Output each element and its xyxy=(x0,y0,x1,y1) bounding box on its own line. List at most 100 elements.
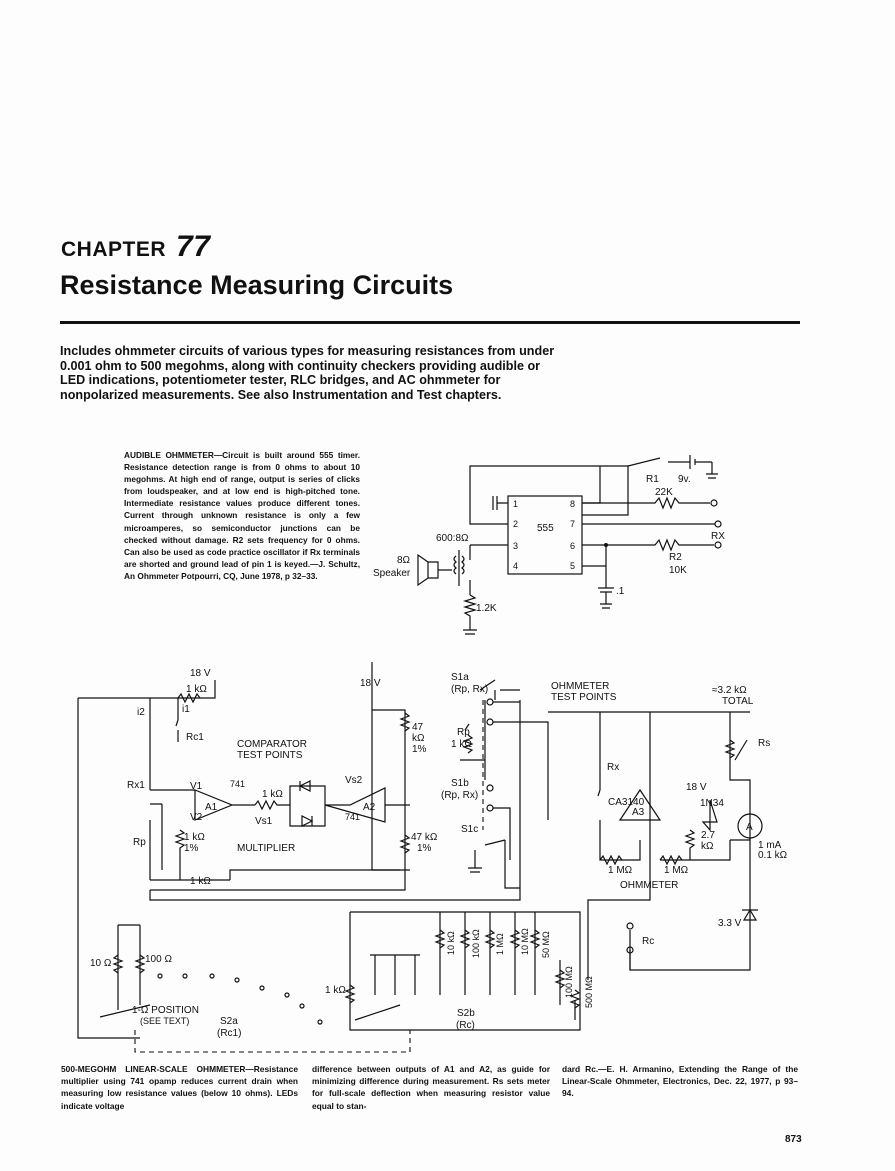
comparator-2: TEST POINTS xyxy=(237,750,303,761)
rx-label: Rx xyxy=(607,762,619,773)
multiplier-label: MULTIPLIER xyxy=(237,843,295,854)
a3-label: A3 xyxy=(632,807,645,818)
r47k-label: 47 kΩ xyxy=(411,832,438,843)
vs2-label: Vs2 xyxy=(345,775,363,786)
rp2-label: Rp xyxy=(457,727,470,738)
v2-label: V2 xyxy=(190,812,203,823)
chapter-title: Resistance Measuring Circuits xyxy=(60,270,454,300)
r100-label: 100 Ω xyxy=(145,954,172,965)
pin-4: 4 xyxy=(513,561,518,571)
caption-col-c: dard Rc.—E. H. Armanino, Extending the R… xyxy=(562,1064,798,1099)
pin-2: 2 xyxy=(513,519,518,529)
transformer-label: 600:8Ω xyxy=(436,533,469,544)
r-1k-mid: 1 kΩ xyxy=(262,789,283,800)
resistor-ladder xyxy=(434,929,581,1009)
ladder-100m: 100 MΩ xyxy=(564,966,574,998)
op741-a: 741 xyxy=(230,779,245,789)
pct-b: 1% xyxy=(412,744,427,755)
pin-8: 8 xyxy=(570,499,575,509)
a2-label: A2 xyxy=(363,802,376,813)
pos1-label: 1-Ω POSITION xyxy=(132,1005,199,1016)
v1-label: V1 xyxy=(190,781,203,792)
r-1k-bot: 1 kΩ xyxy=(190,876,211,887)
s1a-sub: (Rp, Rx) xyxy=(451,684,488,695)
m1-label: 1 MΩ xyxy=(608,865,633,876)
ladder-50m: 50 MΩ xyxy=(541,931,551,958)
total-2: TOTAL xyxy=(722,696,754,707)
ohm-tp-1: OHMMETER xyxy=(551,681,609,692)
title-rule xyxy=(60,321,800,324)
ohm-tp-2: TEST POINTS xyxy=(551,692,617,703)
rc-label: Rc xyxy=(642,936,654,947)
pin-1: 1 xyxy=(513,499,518,509)
resistor-1k2: 1.2K xyxy=(476,603,497,614)
s1b-sub: (Rp, Rx) xyxy=(441,790,478,801)
s1b-label: S1b xyxy=(451,778,469,789)
r-1k-rp: 1 kΩ xyxy=(451,739,472,750)
r-1k-top: 1 kΩ xyxy=(186,684,207,695)
m2-label: 1 MΩ xyxy=(664,865,689,876)
rc1-label: Rc1 xyxy=(186,732,204,743)
r2-value: 10K xyxy=(669,565,687,576)
s2b-label: S2b xyxy=(457,1008,475,1019)
audible-ohmmeter-caption: AUDIBLE OHMMETER—Circuit is built around… xyxy=(124,450,360,581)
rx-label: RX xyxy=(711,531,725,542)
s1c-label: S1c xyxy=(461,824,478,835)
r1-label: R1 xyxy=(646,474,659,485)
ca3140-label: CA3140 xyxy=(608,797,645,808)
ladder-10k: 10 kΩ xyxy=(446,931,456,955)
op741-b: 741 xyxy=(345,812,360,822)
ic-555 xyxy=(507,495,583,575)
comparator-1: COMPARATOR xyxy=(237,739,307,750)
speaker-ohms: 8Ω xyxy=(397,555,411,566)
v33-label: 3.3 V xyxy=(718,918,742,929)
caption-col-a: 500-MEGOHM LINEAR-SCALE OHMMETER—Resista… xyxy=(61,1064,298,1111)
seetext-label: (SEE TEXT) xyxy=(140,1016,189,1026)
chapter-label: CHAPTER 77 xyxy=(61,230,210,264)
ohmmeter-label: OHMMETER xyxy=(620,880,678,891)
pin-5: 5 xyxy=(570,561,575,571)
page-number: 873 xyxy=(785,1134,802,1145)
rx1-label: Rx1 xyxy=(127,780,145,791)
r47-a: 47 xyxy=(412,722,424,733)
i2-label: i2 xyxy=(137,707,145,718)
s2a-sub: (Rc1) xyxy=(217,1028,241,1039)
ladder-1m: 1 MΩ xyxy=(495,933,505,955)
s2a-label: S2a xyxy=(220,1016,238,1027)
meter-symbol: A xyxy=(746,822,753,833)
ladder-500m: 500 MΩ xyxy=(584,976,594,1008)
a1-label: A1 xyxy=(205,802,218,813)
rs-label: Rs xyxy=(758,738,770,749)
linear-ohmmeter-schematic: A1 741 A2 741 18 V 18 V 1 kΩ i1 i2 Rc1 R… xyxy=(77,662,788,1053)
pin-6: 6 xyxy=(570,541,575,551)
s1a-label: S1a xyxy=(451,672,469,683)
chapter-word: CHAPTER xyxy=(61,238,167,261)
caption-col-b: difference between outputs of A1 and A2,… xyxy=(312,1064,550,1111)
v18-b: 18 V xyxy=(360,678,381,689)
audible-ohmmeter-schematic: 555 1 2 3 4 8 7 6 5 600:8Ω 8Ω Speaker 1.… xyxy=(373,455,725,635)
i1-label: i1 xyxy=(182,704,190,715)
total-1: ≈3.2 kΩ xyxy=(712,685,747,696)
chapter-number: 77 xyxy=(176,230,211,263)
r-1k-pct: 1 kΩ xyxy=(184,832,205,843)
pin-7: 7 xyxy=(570,519,575,529)
r1-value: 22K xyxy=(655,487,673,498)
in34-label: 1N34 xyxy=(700,798,724,809)
vs1-label: Vs1 xyxy=(255,816,273,827)
cap-label: .1 xyxy=(616,586,625,597)
rp-label: Rp xyxy=(133,837,146,848)
meter-1: 1 mA xyxy=(758,840,782,851)
pin-3: 3 xyxy=(513,541,518,551)
chapter-intro: Includes ohmmeter circuits of various ty… xyxy=(60,344,555,402)
ladder-100k: 100 kΩ xyxy=(471,929,481,958)
pct-a: 1% xyxy=(184,843,199,854)
r27-label: 2.7 xyxy=(701,830,715,841)
ic-label: 555 xyxy=(537,523,554,534)
r2-label: R2 xyxy=(669,552,682,563)
v18-c: 18 V xyxy=(686,782,707,793)
r47-b: kΩ xyxy=(412,733,425,744)
ladder-10m: 10 MΩ xyxy=(520,928,530,955)
pct-c: 1% xyxy=(417,843,432,854)
speaker-label: Speaker xyxy=(373,568,411,579)
meter-2: 0.1 kΩ xyxy=(758,850,788,861)
